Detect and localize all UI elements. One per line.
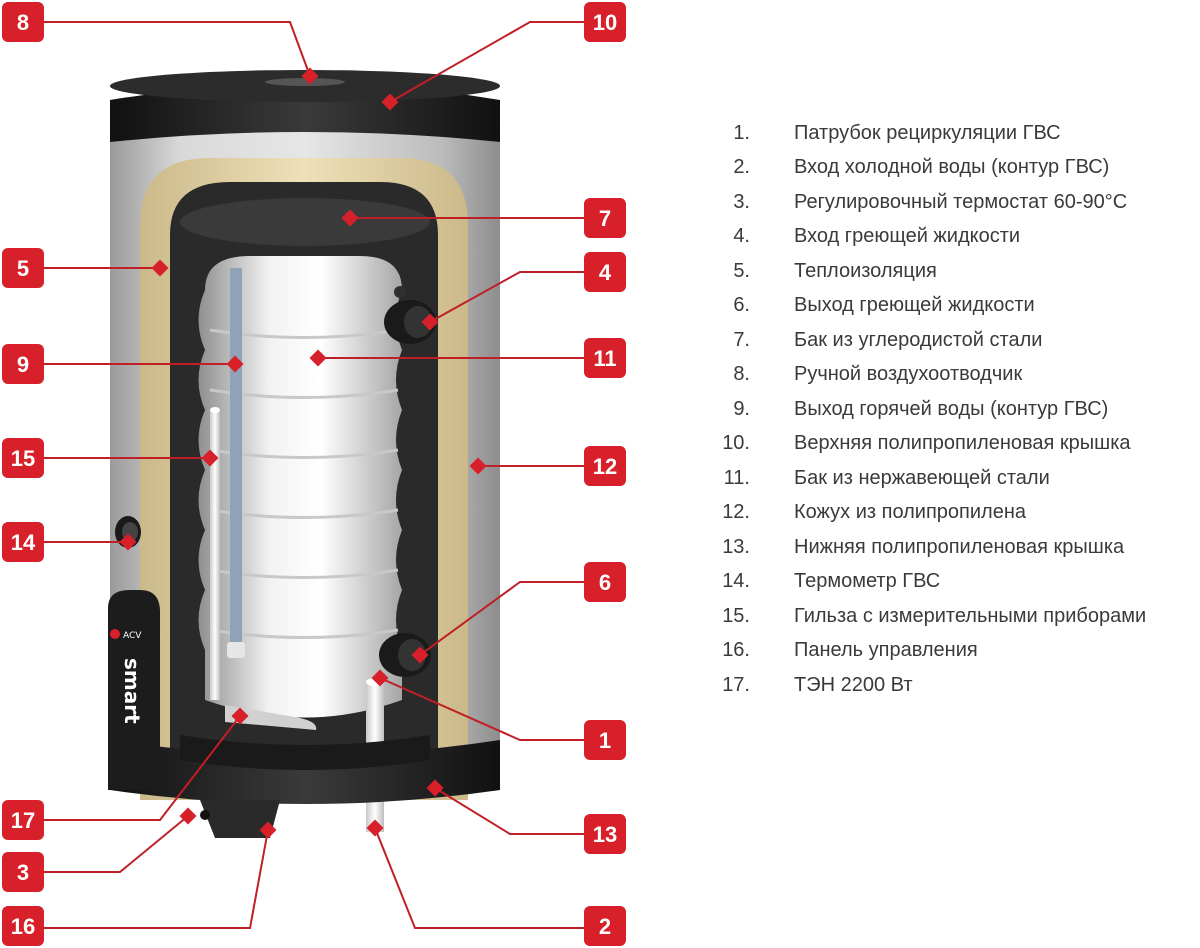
legend-label: Патрубок рециркуляции ГВС [794,121,1061,144]
callout-badges: 8 10 7 5 4 9 11 15 [2,2,626,946]
legend-item: 3. Регулировочный термостат 60-90°С [700,185,1200,220]
legend-label: Панель управления [794,639,978,662]
legend-number: 5. [733,259,750,282]
svg-text:9: 9 [17,352,29,377]
legend-list: 1. Патрубок рециркуляции ГВС 2. Вход холод… [700,116,1200,703]
svg-text:3: 3 [17,860,29,885]
legend-number: 13. [722,535,750,558]
callout-8: 8 [2,2,44,42]
svg-text:13: 13 [593,822,617,847]
heating-element [225,705,317,730]
legend-label: Термометр ГВС [794,570,941,593]
svg-text:1: 1 [599,728,611,753]
svg-text:8: 8 [17,10,29,35]
callout-6: 6 [584,562,626,602]
legend-label: ТЭН 2200 Вт [794,673,913,696]
legend-item: 10. Верхняя полипропиленовая крышка [700,427,1200,462]
callout-4: 4 [584,252,626,292]
legend-label: Вход греющей жидкости [794,225,1021,248]
control-panel: ACV smart [108,590,160,790]
svg-text:11: 11 [593,346,616,371]
legend-number: 7. [733,328,750,351]
sensor-sleeve [210,407,220,700]
top-cap [110,70,500,142]
legend-number: 14. [722,570,750,593]
callout-16: 16 [2,906,44,946]
legend-item: 11. Бак из нержавеющей стали [700,461,1200,496]
callout-10: 10 [584,2,626,42]
legend-number: 1. [733,121,750,144]
leader-markers [119,67,487,839]
legend-label: Кожух из полипропилена [794,501,1027,524]
legend-number: 10. [722,432,750,455]
legend-item: 9. Выход горячей воды (контур ГВС) [700,392,1200,427]
legend-number: 4. [733,225,750,248]
legend-label: Теплоизоляция [794,259,937,282]
svg-text:5: 5 [17,256,29,281]
brand-model: smart [120,658,144,724]
legend-item: 12. Кожух из полипропилена [700,496,1200,531]
svg-text:4: 4 [599,260,612,285]
callout-17: 17 [2,800,44,840]
legend-number: 15. [722,604,750,627]
callout-13: 13 [584,814,626,854]
heating-inlet [384,286,436,344]
legend-item: 2. Вход холодной воды (контур ГВС) [700,151,1200,186]
legend-number: 8. [733,363,750,386]
legend-number: 12. [722,501,750,524]
legend-number: 17. [722,673,750,696]
legend-item: 5. Теплоизоляция [700,254,1200,289]
legend-item: 16. Панель управления [700,634,1200,669]
legend-number: 16. [722,639,750,662]
svg-text:7: 7 [599,206,611,231]
legend-number: 2. [733,156,750,179]
svg-text:12: 12 [593,454,617,479]
legend-label: Выход горячей воды (контур ГВС) [794,397,1109,420]
leader-lines [44,21,584,929]
svg-text:16: 16 [11,914,35,939]
svg-text:2: 2 [599,914,611,939]
legend-label: Вход холодной воды (контур ГВС) [794,156,1110,179]
legend-label: Гильза с измерительными приборами [794,604,1147,627]
legend-label: Нижняя полипропиленовая крышка [794,535,1125,558]
svg-text:15: 15 [11,446,35,471]
legend-label: Регулировочный термостат 60-90°С [794,190,1128,213]
legend-item: 8. Ручной воздухоотводчик [700,358,1200,393]
callout-2: 2 [584,906,626,946]
legend-number: 11. [723,466,750,489]
legend-item: 1. Патрубок рециркуляции ГВС [700,116,1200,151]
legend-number: 6. [733,294,750,317]
callout-15: 15 [2,438,44,478]
legend-item: 4. Вход греющей жидкости [700,220,1200,255]
legend-label: Выход греющей жидкости [794,294,1035,317]
legend-item: 14. Термометр ГВС [700,565,1200,600]
thermostat-knob [200,800,280,838]
callout-7: 7 [584,198,626,238]
legend-item: 7. Бак из углеродистой стали [700,323,1200,358]
svg-text:17: 17 [11,808,35,833]
legend-label: Бак из углеродистой стали [794,328,1043,351]
bottom-cap [110,735,500,804]
legend-item: 15. Гильза с измерительными приборами [700,599,1200,634]
callout-14: 14 [2,522,44,562]
callout-12: 12 [584,446,626,486]
legend-item: 17. ТЭН 2200 Вт [700,668,1200,703]
legend-item: 6. Выход греющей жидкости [700,289,1200,324]
brand-logo: ACV [123,631,142,641]
callout-5: 5 [2,248,44,288]
svg-text:10: 10 [593,10,617,35]
svg-text:14: 14 [11,530,36,555]
callout-11: 11 [584,338,626,378]
svg-text:6: 6 [599,570,611,595]
callout-3: 3 [2,852,44,892]
callout-9: 9 [2,344,44,384]
legend-number: 9. [733,397,750,420]
legend-label: Верхняя полипропиленовая крышка [794,432,1131,455]
callout-1: 1 [584,720,626,760]
legend-label: Бак из нержавеющей стали [794,466,1050,489]
legend-label: Ручной воздухоотводчик [794,363,1023,386]
legend-number: 3. [733,190,750,213]
legend-item: 13. Нижняя полипропиленовая крышка [700,530,1200,565]
